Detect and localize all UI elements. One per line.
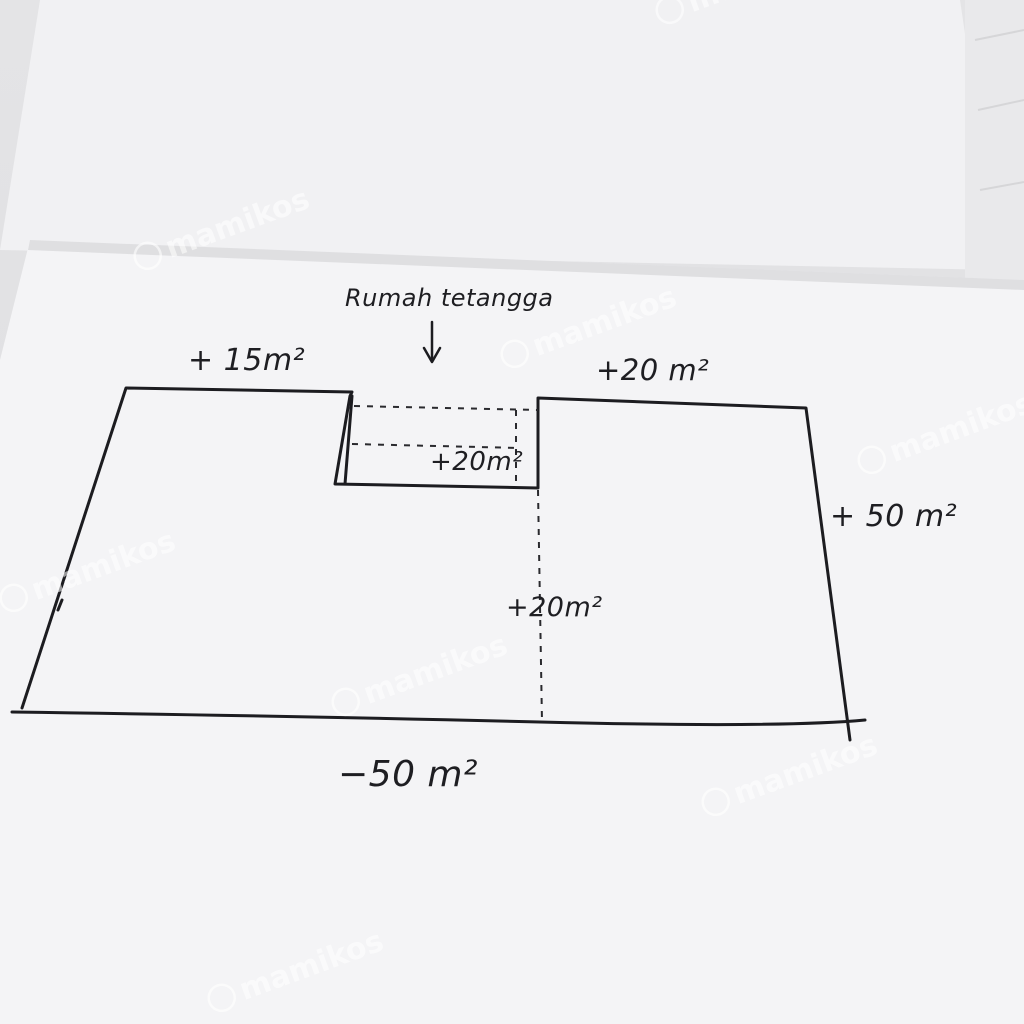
label-top-right: +20 m²: [596, 353, 709, 387]
arrow-down-icon: [422, 320, 442, 364]
annotation-neighbor-house: Rumah tetangga: [345, 284, 554, 312]
paper-shadow: [28, 240, 1024, 290]
plot-outline: [20, 386, 852, 742]
paper-sheet-front: [0, 240, 1024, 1024]
paper-sheet-back: [0, 0, 1000, 270]
mamikos-logo-icon: [857, 445, 886, 475]
mamikos-logo-icon: [133, 241, 162, 271]
mamikos-logo-icon: [701, 787, 730, 817]
label-notch: +20m²: [430, 447, 523, 477]
mamikos-logo-icon: [0, 583, 28, 613]
table-edge: [965, 0, 1024, 280]
mamikos-logo-icon: [331, 687, 360, 717]
label-bottom: −50 m²: [338, 754, 478, 795]
dashed-line-mid: [351, 443, 521, 449]
notch-mark: [56, 598, 64, 612]
mamikos-logo-icon: [500, 339, 529, 369]
mamikos-logo-icon: [207, 983, 236, 1013]
mamikos-logo-icon: [655, 0, 684, 25]
plot-bottom-edge: [10, 710, 867, 727]
label-top-left: + 15m²: [188, 343, 305, 378]
label-middle: +20m²: [506, 592, 603, 623]
notch-left-wall: [343, 394, 354, 486]
dashed-line-top: [353, 405, 539, 411]
label-right-side: + 50 m²: [830, 499, 957, 534]
